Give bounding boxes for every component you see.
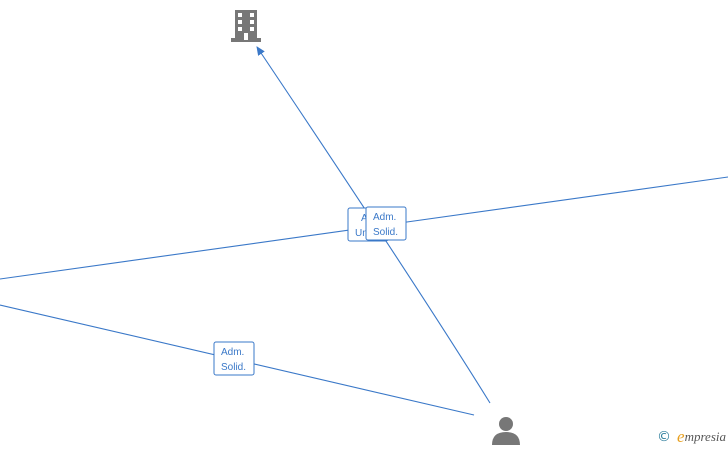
logo-initial: e (677, 427, 685, 446)
empresia-logo: © e mpresia (657, 427, 726, 447)
edge-label-lower-left[interactable]: Adm. Solid. (213, 341, 255, 376)
edge-person-company (256, 46, 491, 404)
logo-text: mpresia (684, 429, 726, 444)
person-icon[interactable] (492, 417, 520, 445)
edge-label-line1: Adm. (221, 347, 244, 358)
edge-label-line1: Adm. (373, 212, 396, 223)
edge-label-company[interactable]: Adm. Solid. (365, 206, 407, 241)
copyright-symbol: © (657, 429, 672, 445)
building-icon[interactable] (231, 10, 261, 42)
edge-label-line2: Solid. (221, 362, 246, 373)
edge-label-line2: Solid. (373, 227, 398, 238)
